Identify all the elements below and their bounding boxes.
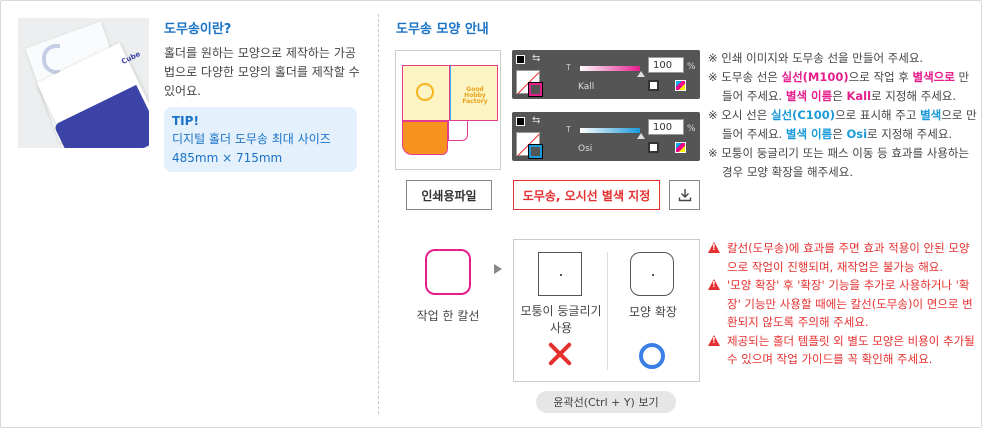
section-title-domusong: 도무송이란? [164, 22, 232, 37]
tip-line-2: 485mm × 715mm [172, 151, 283, 165]
expanded-shape [630, 252, 674, 296]
cutline-label: 작업 한 칼선 [416, 309, 480, 323]
tint-slider-thumb[interactable] [637, 133, 645, 139]
fill-stroke-icon [516, 117, 525, 126]
tint-unit: % [687, 124, 696, 134]
spot-color-name: Kall [578, 82, 595, 92]
swatch-panel-kall: ⇆ T 100 % Kall [512, 50, 700, 99]
guide-note-3: ※ 오시 선은 실선(C100)으로 표시해 주고 별색으로 만들어 주세요. … [708, 108, 977, 141]
warning-list: 칼선(도무송)에 효과를 주면 효과 적용이 안된 모양으로 작업이 진행되며,… [708, 239, 980, 369]
guide-note-1: ※ 인쇄 이미지와 도무송 선을 만들어 주세요. [708, 51, 924, 65]
rounded-corner-shape [538, 252, 582, 296]
artwork-flap [402, 121, 448, 155]
tip-label: TIP! [172, 114, 199, 128]
section-title-shape-guide: 도무송 모양 안내 [396, 22, 489, 37]
tint-label: T [566, 125, 571, 134]
guide-note-4: ※ 모퉁이 둥글리기 또는 패스 이동 등 효과를 사용하는 경우 모양 확장을… [708, 146, 970, 179]
outline-view-button[interactable]: 윤곽선(Ctrl + Y) 보기 [536, 391, 676, 413]
swatch-panel-osi: ⇆ T 100 % Osi [512, 112, 700, 161]
guide-notes: ※ 인쇄 이미지와 도무송 선을 만들어 주세요. ※ 도무송 선은 실선(M10… [708, 49, 978, 182]
fill-stroke-icon [516, 55, 525, 64]
spot-color-name: Osi [578, 144, 593, 154]
tint-slider[interactable] [580, 128, 640, 133]
swap-arrow-icon: ⇆ [532, 115, 541, 126]
spot-color-icon [648, 80, 659, 91]
print-file-button[interactable]: 인쇄용파일 [406, 180, 492, 210]
tint-slider[interactable] [580, 66, 640, 71]
artwork-logo: Good Hobby Factory [462, 86, 488, 105]
x-mark-icon [547, 341, 573, 367]
artwork-flap-cut [448, 121, 468, 141]
expand-label: 모양 확장 [629, 305, 677, 319]
tip-box: TIP! 디지털 홀더 도무송 최대 사이즈 485mm × 715mm [164, 107, 357, 172]
process-color-icon [675, 80, 686, 91]
tint-value-input[interactable]: 100 [648, 57, 684, 73]
swap-arrow-icon: ⇆ [532, 53, 541, 64]
stroke-swatch-magenta [528, 82, 543, 97]
process-color-icon [675, 142, 686, 153]
artwork-preview: Good Hobby Factory [395, 50, 501, 170]
guide-note-2: ※ 도무송 선은 실선(M100)으로 작업 후 별색으로 만들어 주세요. 별… [708, 70, 970, 103]
play-arrow-icon [494, 264, 502, 274]
warning-icon [708, 334, 720, 346]
folder-graphic [42, 44, 60, 74]
domusong-description: 홀더를 원하는 모양으로 제작하는 가공법으로 다양한 모양의 홀더를 제작할 … [164, 46, 360, 98]
cutline-shape [425, 249, 471, 295]
tint-value-input[interactable]: 100 [648, 119, 684, 135]
holder-product-image: Cube [18, 18, 149, 148]
download-button[interactable] [669, 180, 700, 210]
warning-item: 칼선(도무송)에 효과를 주면 효과 적용이 안된 모양으로 작업이 진행되며,… [708, 239, 980, 276]
bulb-icon [416, 83, 434, 101]
download-icon [678, 189, 691, 202]
warning-item: '모양 확장' 후 '확장' 기능을 추가로 사용하거나 '확장' 기능만 사용… [708, 276, 980, 332]
tip-line-1: 디지털 홀더 도무송 최대 사이즈 [172, 132, 331, 146]
tint-label: T [566, 63, 571, 72]
warning-item: 제공되는 홀더 템플릿 외 별도 모양은 비용이 추가될 수 있으며 작업 가이… [708, 332, 980, 369]
cutline-spot-button[interactable]: 도무송, 오시선 별색 지정 [513, 180, 660, 210]
warning-icon [708, 242, 720, 253]
artwork-panel-right [450, 65, 498, 121]
compare-divider [607, 252, 608, 370]
o-mark-icon [639, 343, 665, 369]
spot-color-icon [648, 142, 659, 153]
stroke-swatch-cyan [528, 144, 543, 159]
warning-icon [708, 279, 720, 290]
tint-unit: % [687, 62, 696, 72]
tint-slider-thumb[interactable] [637, 71, 645, 77]
section-divider [378, 14, 379, 414]
rounded-corner-label: 모퉁이 둥글리기 사용 [520, 304, 602, 335]
shape-compare-box: 모퉁이 둥글리기 사용 모양 확장 [513, 239, 700, 382]
